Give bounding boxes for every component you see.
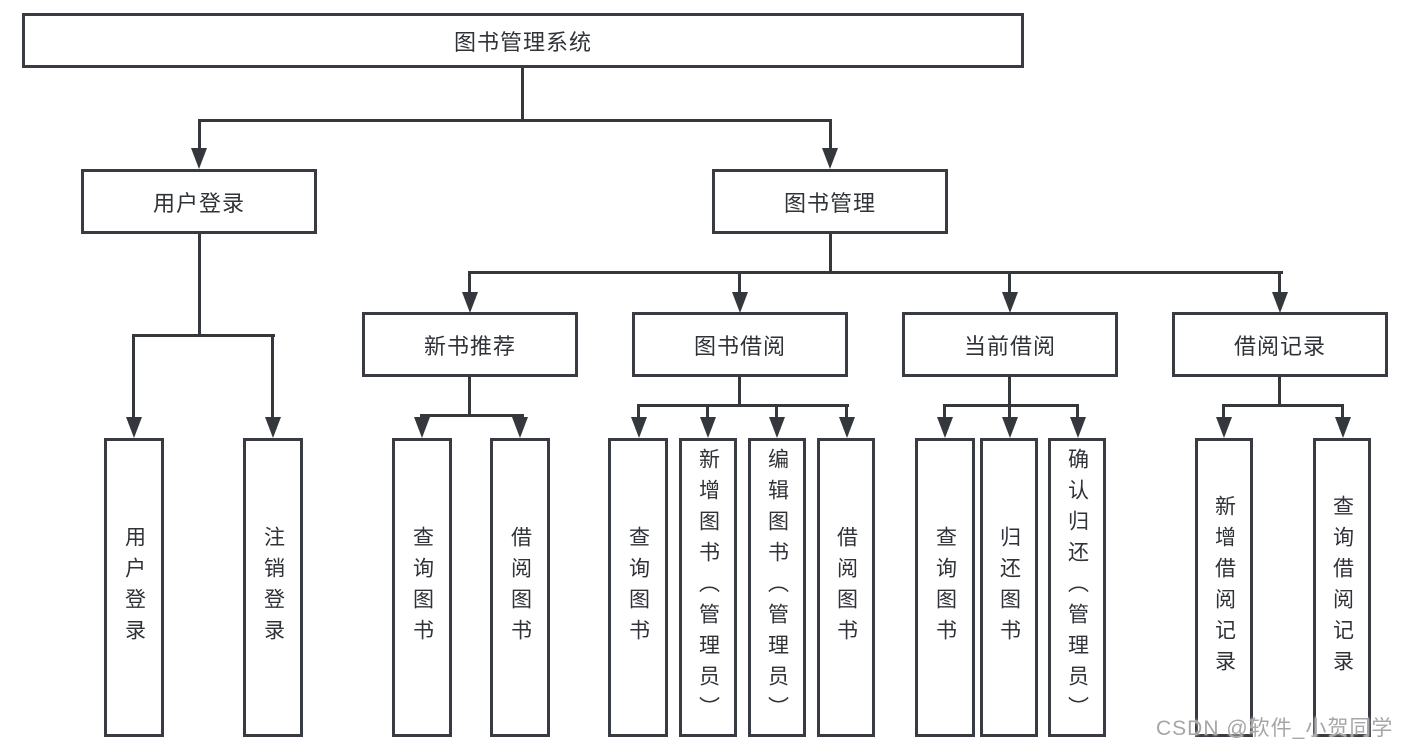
leaf-label: 查询图书 (626, 525, 650, 650)
connector-line (738, 377, 741, 407)
connector-line (271, 334, 274, 420)
connector-line (198, 234, 201, 337)
arrow-down-icon (265, 417, 281, 438)
node-root: 图书管理系统 (22, 13, 1024, 68)
leaf-label: 注销登录 (261, 525, 285, 650)
arrow-down-icon (631, 417, 647, 438)
arrow-down-icon (191, 148, 207, 169)
arrow-down-icon (1335, 417, 1351, 438)
connector-line (1008, 271, 1011, 295)
leaf-borrow-books-borrow: 借阅图书 (817, 438, 875, 737)
connector-line (1278, 377, 1281, 407)
connector-line (829, 119, 832, 152)
arrow-down-icon (126, 417, 142, 438)
watermark-text: CSDN @软件_小贺同学 (1156, 717, 1394, 740)
leaf-logout: 注销登录 (243, 438, 303, 737)
connector-line (1341, 404, 1344, 420)
leaf-edit-book-admin: 编辑图书（管理员） (748, 438, 806, 737)
connector-line (468, 377, 471, 417)
leaf-label: 查询图书 (933, 525, 957, 650)
leaf-borrow-books-recommend: 借阅图书 (490, 438, 550, 737)
connector-line (738, 271, 741, 295)
leaf-label: 新增图书（管理员） (696, 448, 720, 727)
connector-line (829, 234, 832, 274)
connector-line (521, 68, 524, 122)
arrow-down-icon (1272, 292, 1288, 313)
arrow-down-icon (769, 417, 785, 438)
connector-line (1278, 271, 1281, 295)
connector-line (706, 404, 709, 420)
connector-line (132, 334, 275, 337)
leaf-query-books-borrow: 查询图书 (608, 438, 668, 737)
connector-line (1008, 377, 1011, 407)
connector-line (468, 271, 1283, 274)
connector-line (468, 271, 471, 295)
connector-line (198, 119, 832, 122)
arrow-down-icon (732, 292, 748, 313)
connector-line (1222, 404, 1344, 407)
arrow-down-icon (414, 417, 430, 438)
arrow-down-icon (1070, 417, 1086, 438)
arrow-down-icon (1002, 292, 1018, 313)
leaf-return-book: 归还图书 (980, 438, 1038, 737)
leaf-label: 归还图书 (997, 525, 1021, 650)
connector-line (943, 404, 1079, 407)
leaf-label: 编辑图书（管理员） (765, 448, 789, 727)
arrow-down-icon (1216, 417, 1232, 438)
leaf-confirm-return-admin: 确认归还（管理员） (1048, 438, 1106, 737)
arrow-down-icon (937, 417, 953, 438)
connector-line (420, 414, 524, 417)
connector-line (845, 404, 848, 420)
leaf-label: 用户登录 (122, 525, 146, 650)
node-new-book-recommend: 新书推荐 (362, 312, 578, 377)
connector-line (1222, 404, 1225, 420)
leaf-user-login: 用户登录 (104, 438, 164, 737)
leaf-label: 借阅图书 (834, 525, 858, 650)
connector-line (637, 404, 640, 420)
leaf-query-books-current: 查询图书 (915, 438, 975, 737)
leaf-label: 新增借阅记录 (1212, 494, 1236, 681)
leaf-add-book-admin: 新增图书（管理员） (679, 438, 737, 737)
node-book-management: 图书管理 (712, 169, 948, 234)
leaf-label: 查询图书 (410, 525, 434, 650)
connector-line (1076, 404, 1079, 420)
leaf-add-borrow-record: 新增借阅记录 (1195, 438, 1253, 737)
connector-line (198, 119, 201, 152)
connector-line (132, 334, 135, 420)
leaf-label: 借阅图书 (508, 525, 532, 650)
connector-line (1008, 404, 1011, 420)
node-user-login: 用户登录 (81, 169, 317, 234)
arrow-down-icon (462, 292, 478, 313)
leaf-label: 确认归还（管理员） (1065, 448, 1089, 727)
leaf-query-borrow-record: 查询借阅记录 (1313, 438, 1371, 737)
arrow-down-icon (822, 148, 838, 169)
leaf-label: 查询借阅记录 (1330, 494, 1354, 681)
connector-line (775, 404, 778, 420)
arrow-down-icon (839, 417, 855, 438)
node-borrow-records: 借阅记录 (1172, 312, 1388, 377)
arrow-down-icon (512, 417, 528, 438)
arrow-down-icon (700, 417, 716, 438)
node-book-borrow: 图书借阅 (632, 312, 848, 377)
node-current-borrow: 当前借阅 (902, 312, 1118, 377)
leaf-query-books-recommend: 查询图书 (392, 438, 452, 737)
arrow-down-icon (1002, 417, 1018, 438)
connector-line (637, 404, 849, 407)
connector-line (943, 404, 946, 420)
